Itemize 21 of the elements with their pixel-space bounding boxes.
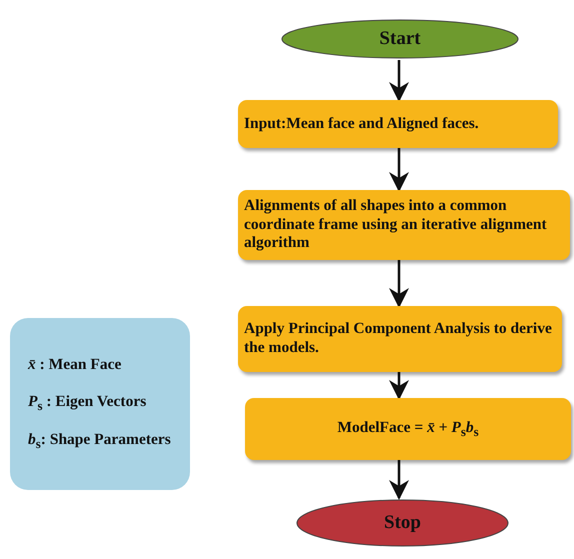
arrow <box>389 148 409 192</box>
terminal-ellipse <box>295 498 510 548</box>
arrow <box>389 60 409 102</box>
arrow <box>389 372 409 400</box>
node-label: Apply Principal Component Analysis to derive the models. <box>244 320 553 358</box>
terminal-ellipse <box>280 18 520 60</box>
node-label: Stop <box>384 512 421 534</box>
process-box <box>238 100 558 148</box>
process-box <box>245 398 571 460</box>
process-box <box>238 190 570 260</box>
legend-entry: P$_{s}$ : Eigen Vectors <box>28 392 146 414</box>
arrow <box>389 460 409 500</box>
arrow <box>389 260 409 308</box>
node-label: ModelFace = x̄ + P$_{s}$b$_{s}$ <box>336 418 480 440</box>
node-label: Alignments of all shapes into a common coordinate frame using an iterative alignment algorithm <box>244 197 548 253</box>
note-box <box>10 318 190 490</box>
legend-entry: x̄ : Mean Face <box>28 356 122 375</box>
legend-entry: b$_{s}$: Shape Parameters <box>28 431 171 452</box>
node-label: Start <box>379 28 421 50</box>
process-box <box>238 306 562 372</box>
node-label: Input:Mean face and Aligned faces. <box>244 114 480 134</box>
